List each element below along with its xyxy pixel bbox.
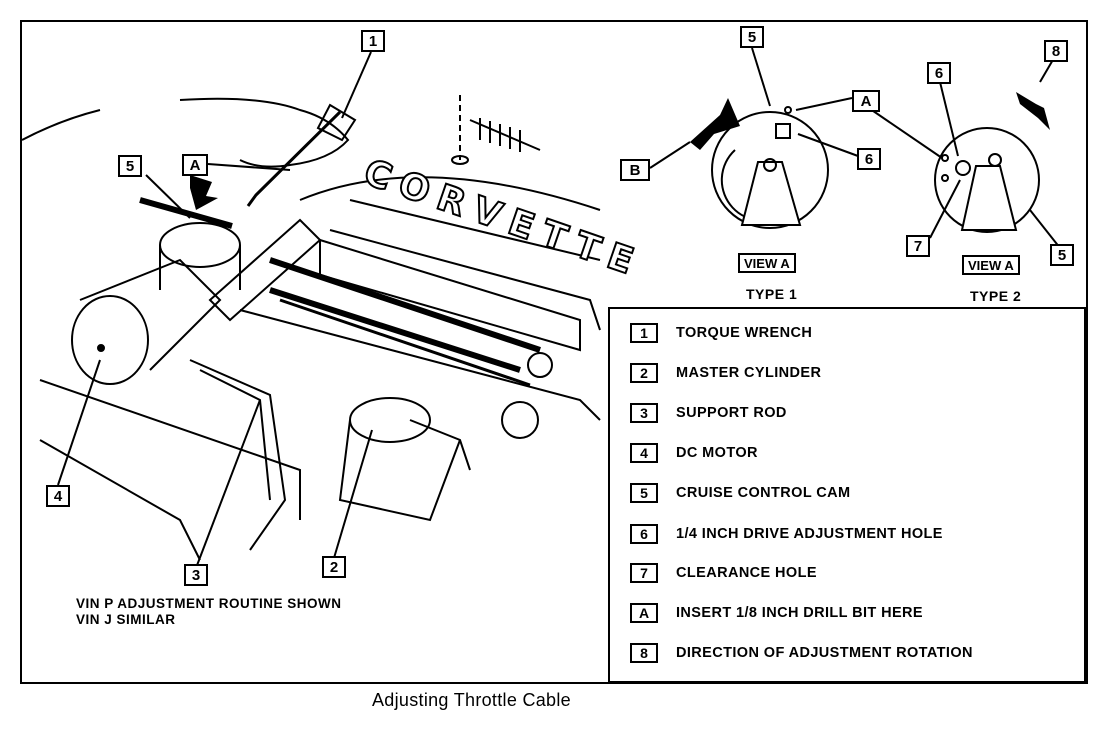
legend-text: 1/4 INCH DRIVE ADJUSTMENT HOLE: [676, 526, 943, 542]
legend-item: 8 DIRECTION OF ADJUSTMENT ROTATION: [630, 641, 973, 665]
view2-type: TYPE 2: [970, 288, 1022, 304]
legend-key: 1: [630, 323, 658, 343]
legend-item: 5 CRUISE CONTROL CAM: [630, 481, 851, 505]
callout-A: A: [182, 154, 208, 176]
legend-text: CLEARANCE HOLE: [676, 565, 817, 581]
legend-key: 2: [630, 363, 658, 383]
figure-caption: Adjusting Throttle Cable: [372, 690, 571, 710]
legend-item: 6 1/4 INCH DRIVE ADJUSTMENT HOLE: [630, 522, 943, 546]
view2-callout-6: 6: [927, 62, 951, 84]
view1-type: TYPE 1: [746, 286, 798, 302]
legend-key: 5: [630, 483, 658, 503]
legend: 1 TORQUE WRENCH 2 MASTER CYLINDER 3 SUPP…: [608, 307, 1086, 683]
legend-key: 8: [630, 643, 658, 663]
callout-1: 1: [361, 30, 385, 52]
view1-callout-5: 5: [740, 26, 764, 48]
vin-note-line-1: VIN P ADJUSTMENT ROUTINE SHOWN: [76, 596, 342, 611]
legend-text: TORQUE WRENCH: [676, 325, 813, 341]
legend-text: DIRECTION OF ADJUSTMENT ROTATION: [676, 645, 973, 661]
legend-item: 1 TORQUE WRENCH: [630, 321, 812, 345]
diagram-frame: [20, 20, 1088, 684]
legend-item: 7 CLEARANCE HOLE: [630, 561, 817, 585]
callout-5: 5: [118, 155, 142, 177]
legend-text: SUPPORT ROD: [676, 405, 787, 421]
legend-key: 6: [630, 524, 658, 544]
view2-callout-8: 8: [1044, 40, 1068, 62]
view2-label: VIEW A: [962, 255, 1020, 275]
view1-label: VIEW A: [738, 253, 796, 273]
view1-callout-B: B: [620, 159, 650, 181]
vin-note-line-2: VIN J SIMILAR: [76, 612, 176, 627]
view2-callout-7: 7: [906, 235, 930, 257]
callout-2: 2: [322, 556, 346, 578]
view1-callout-6: 6: [857, 148, 881, 170]
legend-item: 4 DC MOTOR: [630, 441, 758, 465]
legend-text: DC MOTOR: [676, 445, 758, 461]
legend-key: 7: [630, 563, 658, 583]
legend-key: 3: [630, 403, 658, 423]
legend-text: CRUISE CONTROL CAM: [676, 485, 851, 501]
view1-callout-A: A: [852, 90, 880, 112]
legend-text: MASTER CYLINDER: [676, 365, 822, 381]
legend-item: 3 SUPPORT ROD: [630, 401, 787, 425]
view2-callout-5: 5: [1050, 244, 1074, 266]
vin-note: VIN P ADJUSTMENT ROUTINE SHOWN VIN J SIM…: [76, 596, 342, 628]
callout-3: 3: [184, 564, 208, 586]
legend-item: 2 MASTER CYLINDER: [630, 361, 821, 385]
legend-key: A: [630, 603, 658, 623]
legend-item: A INSERT 1/8 INCH DRILL BIT HERE: [630, 601, 923, 625]
legend-text: INSERT 1/8 INCH DRILL BIT HERE: [676, 605, 923, 621]
callout-4: 4: [46, 485, 70, 507]
legend-key: 4: [630, 443, 658, 463]
